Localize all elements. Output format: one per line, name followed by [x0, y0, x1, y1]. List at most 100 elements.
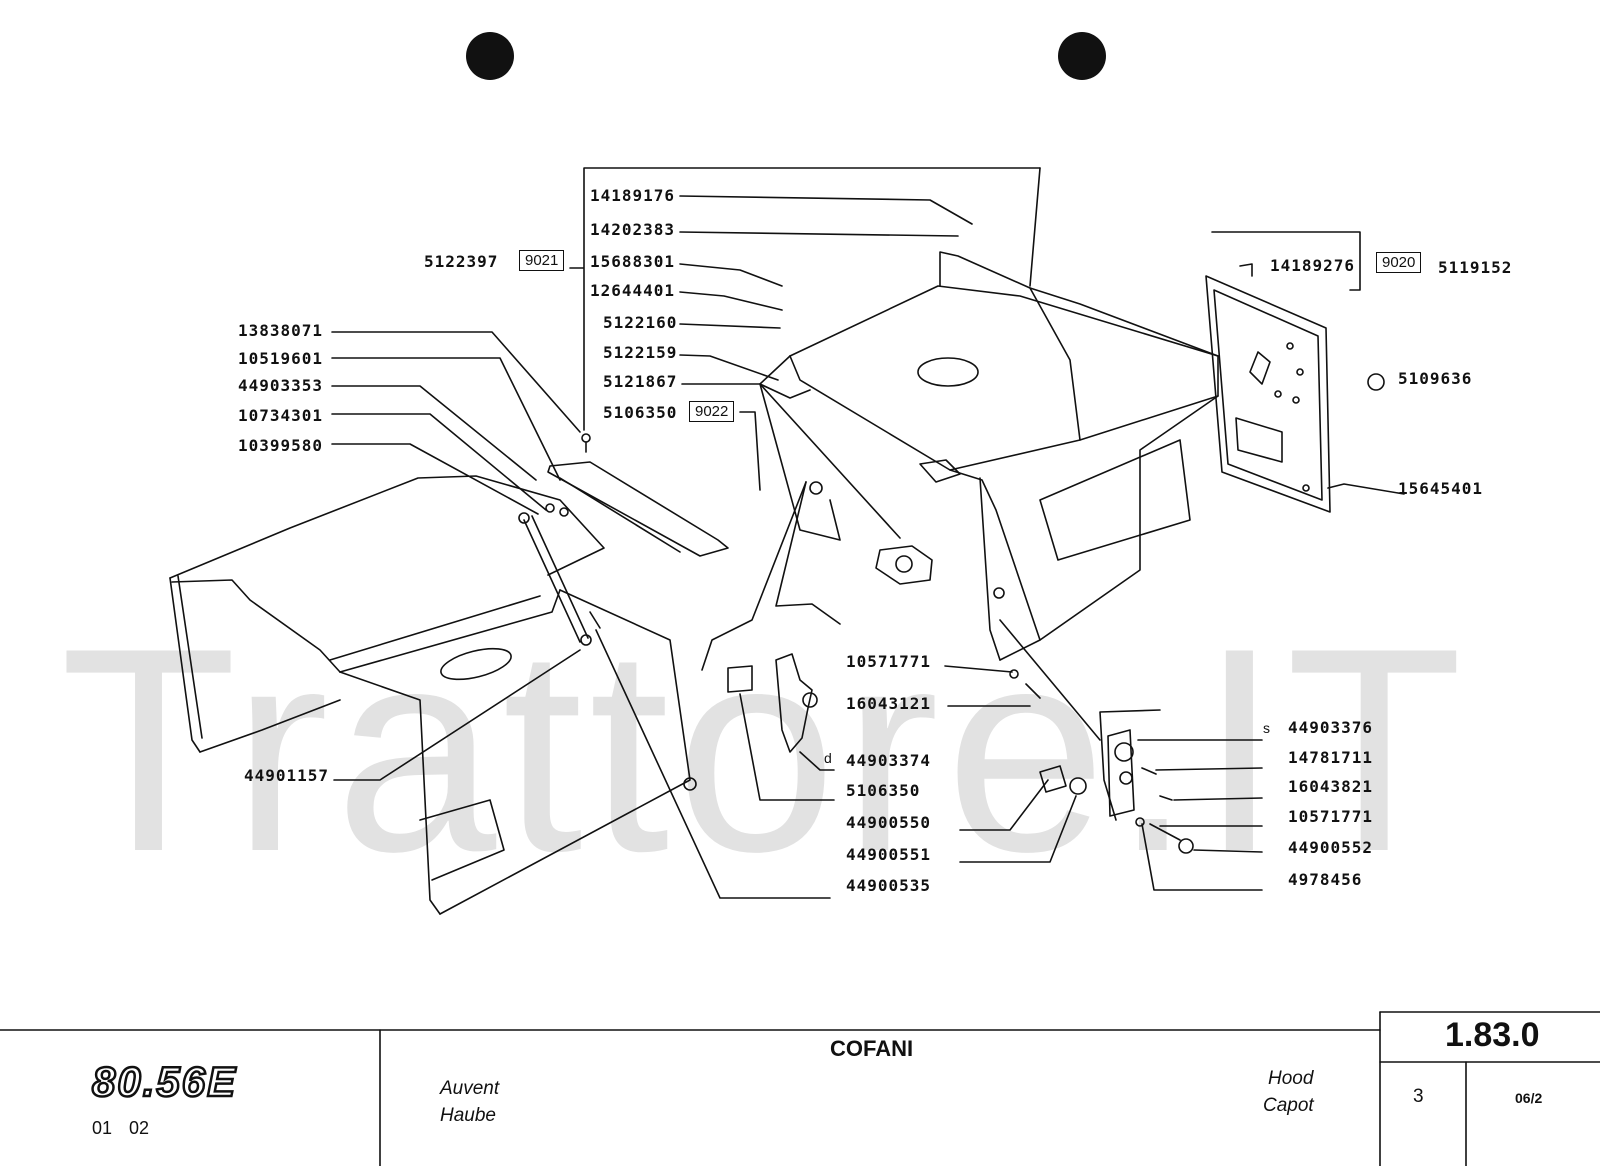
screw [581, 433, 591, 443]
part-5109636: 5109636 [1398, 369, 1473, 388]
part-5106350: 5106350 [603, 403, 678, 422]
leader-line [739, 693, 835, 801]
part-44900552: 44900552 [1288, 838, 1374, 857]
kit-bracket [569, 167, 1041, 431]
hood-opening [440, 647, 512, 681]
part-44900550: 44900550 [846, 813, 932, 832]
bolt-14781711 [1141, 767, 1157, 775]
model-number: 80.56E [91, 1057, 238, 1107]
part-16043821: 16043821 [1288, 777, 1374, 796]
hood-hole [683, 777, 697, 791]
page-title: COFANI [830, 1036, 914, 1061]
leader-line [799, 751, 835, 771]
dash-housing [1029, 287, 1081, 441]
clamp-5121867 [875, 545, 933, 585]
part-44900551: 44900551 [846, 845, 932, 864]
binder-hole [466, 32, 514, 80]
leader-line [739, 411, 761, 491]
title-english: Hood [1268, 1068, 1314, 1089]
leader-line [1155, 767, 1263, 771]
support-bar [547, 461, 729, 557]
block-44900550 [1039, 765, 1067, 793]
latch-plate [775, 653, 813, 753]
dash-hole [809, 481, 823, 495]
hinge-rod [523, 519, 581, 643]
washer-10571771 [1135, 817, 1145, 827]
leader-line [679, 291, 783, 311]
rod-end [518, 512, 530, 524]
bolt-16043121 [1025, 683, 1041, 699]
title-french: Auvent [440, 1078, 500, 1099]
dash-bracket [759, 383, 841, 541]
pin-ring [1178, 838, 1194, 854]
dash-housing [939, 251, 1219, 357]
hood-edge [199, 699, 341, 753]
dash-housing [789, 355, 1219, 471]
leader-line [331, 357, 561, 481]
hood-fold [339, 589, 561, 673]
part-14781711: 14781711 [1288, 748, 1374, 767]
pin-44900552 [1149, 823, 1181, 841]
dash-window [1039, 439, 1191, 561]
hood-window [419, 799, 505, 881]
part-15645401: 15645401 [1398, 479, 1484, 498]
kit-box-9022: 9022 [689, 401, 735, 422]
part-5121867: 5121867 [603, 372, 678, 391]
leader-line [333, 649, 581, 781]
part-5119152: 5119152 [1438, 258, 1513, 277]
leader-line [331, 385, 537, 481]
panel-clip [1249, 351, 1271, 385]
leader-line [944, 665, 1013, 673]
leader-line [679, 323, 781, 329]
part-10734301: 10734301 [238, 406, 324, 425]
leader-line [1193, 849, 1263, 853]
washer-10571771 [1009, 669, 1019, 679]
panel-hole [1286, 342, 1294, 350]
leader-line [679, 263, 783, 287]
hood-top [169, 475, 605, 579]
section-number: 1.83.0 [1445, 1016, 1540, 1054]
hood-fold [329, 595, 541, 661]
latch-44900550 [727, 665, 753, 693]
instrument-panel [1205, 275, 1331, 513]
washer [545, 503, 555, 513]
part-14189176: 14189176 [590, 186, 676, 205]
dash-bracket [759, 355, 811, 399]
part-44901157: 44901157 [244, 766, 330, 785]
part-13838071: 13838071 [238, 321, 324, 340]
part-5122159: 5122159 [603, 343, 678, 362]
part-10571771: 10571771 [1288, 807, 1374, 826]
plug-5109636 [1367, 373, 1385, 391]
hood-edge [169, 577, 201, 753]
part-44903376: 44903376 [1288, 718, 1374, 737]
leader-line [331, 413, 547, 511]
part-5106350: 5106350 [846, 781, 921, 800]
hood-side [439, 589, 691, 915]
leader-line [679, 195, 973, 225]
dash-housing [949, 469, 1041, 661]
clip-14189276 [1239, 263, 1253, 277]
hinge-hole [1119, 771, 1133, 785]
panel-hole [1296, 368, 1304, 376]
revision: 06/2 [1515, 1090, 1543, 1106]
model-codes: 01 02 [92, 1118, 150, 1138]
part-15688301: 15688301 [590, 252, 676, 271]
part-12644401: 12644401 [590, 281, 676, 300]
dash-opening [917, 357, 979, 387]
dash-hole [993, 587, 1005, 599]
latch-knob [802, 692, 818, 708]
rod-clip [589, 611, 601, 629]
part-44903353: 44903353 [238, 376, 324, 395]
leader-line [679, 354, 779, 381]
washer [559, 507, 569, 517]
hood-edge [177, 575, 203, 739]
hinge-plate [1107, 729, 1135, 817]
bolt-16043821 [1159, 795, 1173, 801]
hinge-rod [531, 515, 589, 639]
title-german: Haube [440, 1105, 496, 1126]
watermark: Trattore.IT [60, 615, 1469, 885]
leader-line [959, 795, 1077, 863]
title-french-alt: Capot [1263, 1095, 1314, 1116]
